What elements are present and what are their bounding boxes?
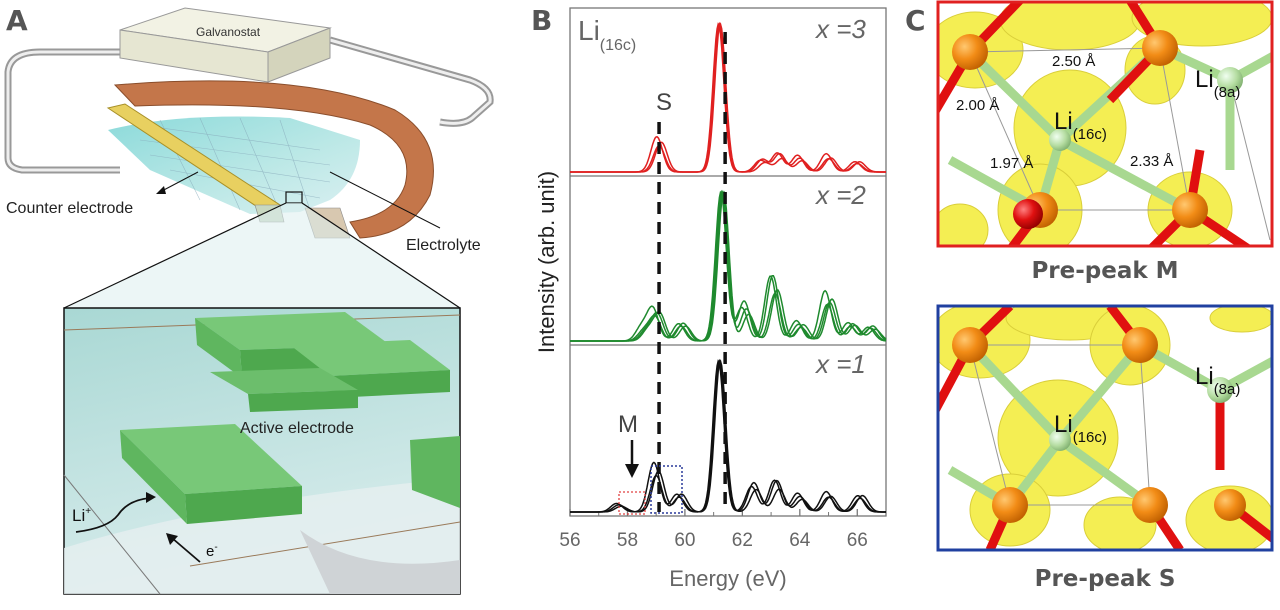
panel-b-letter: B <box>531 4 553 37</box>
x-tick-label: 62 <box>732 530 753 551</box>
series-label-x1: x =1 <box>814 349 866 379</box>
wire-left <box>4 48 125 174</box>
caption-pre-peak-s: Pre-peak S <box>1034 566 1176 592</box>
site-label: Li(16c) <box>578 15 636 54</box>
electrolyte-leader <box>329 171 441 229</box>
active-electrode-label: Active electrode <box>240 420 354 437</box>
li16c-label-top: Li(16c) <box>1054 108 1107 143</box>
plot-frame <box>569 7 887 517</box>
series-label-x2: x =2 <box>814 180 866 210</box>
x-axis-label: Energy (eV) <box>669 566 786 591</box>
x-tick-label: 66 <box>847 530 868 551</box>
pre-peak-s-frame <box>936 304 1274 552</box>
x-tick-label: 64 <box>789 530 811 551</box>
x-tick-label: 58 <box>617 530 638 551</box>
s-region-box <box>650 465 683 514</box>
structure-panels: 2.50 Å 2.00 Å 1.97 Å 2.33 Å Li(16c) Li(8… <box>936 0 1274 552</box>
li-ion-arrow <box>75 497 151 533</box>
x-tick-label: 56 <box>559 530 580 551</box>
caption-pre-peak-m: Pre-peak M <box>1031 258 1179 284</box>
counter-electrode-leader <box>159 171 199 193</box>
distance-label-3: 1.97 Å <box>990 155 1033 172</box>
li-ion-label: Li+ <box>72 506 91 525</box>
distance-label-4: 2.33 Å <box>1130 153 1173 170</box>
electrolyte-label: Electrolyte <box>406 237 481 254</box>
li16c-label-bottom: Li(16c) <box>1054 411 1107 446</box>
pre-peak-m-structure <box>938 2 1272 246</box>
li8a-label-bottom: Li(8a) <box>1195 363 1240 398</box>
panel-a-schematic: Galvanostat Active electrode <box>4 7 494 595</box>
pre-peak-s-structure <box>938 306 1272 550</box>
spectrum-curve <box>570 22 886 173</box>
m-marker-label: M <box>618 411 638 438</box>
active-electrode-blocks <box>120 312 460 524</box>
y-axis-label: Intensity (arb. unit) <box>534 171 559 353</box>
series-label-x3: x =3 <box>814 14 866 44</box>
galvanostat-label: Galvanostat <box>196 25 261 39</box>
distance-label-1: 2.50 Å <box>1052 53 1095 70</box>
m-marker-arrowhead <box>625 464 639 478</box>
li8a-label-top: Li(8a) <box>1195 66 1240 101</box>
counter-electrode-label: Counter electrode <box>6 200 134 217</box>
panel-a-letter: A <box>6 4 28 37</box>
distance-label-2: 2.00 Å <box>956 97 999 114</box>
pre-peak-m-frame <box>936 0 1274 248</box>
electrolyte-ring <box>113 80 434 239</box>
m-region-box <box>618 491 646 515</box>
electron-label: e- <box>206 542 218 560</box>
spectrum-curve <box>570 190 887 342</box>
s-marker-label: S <box>656 89 672 116</box>
panel-c-letter: C <box>905 4 926 37</box>
electron-arrow <box>171 537 201 563</box>
x-tick-label: 60 <box>674 530 695 551</box>
spectrum-curve <box>570 359 886 513</box>
